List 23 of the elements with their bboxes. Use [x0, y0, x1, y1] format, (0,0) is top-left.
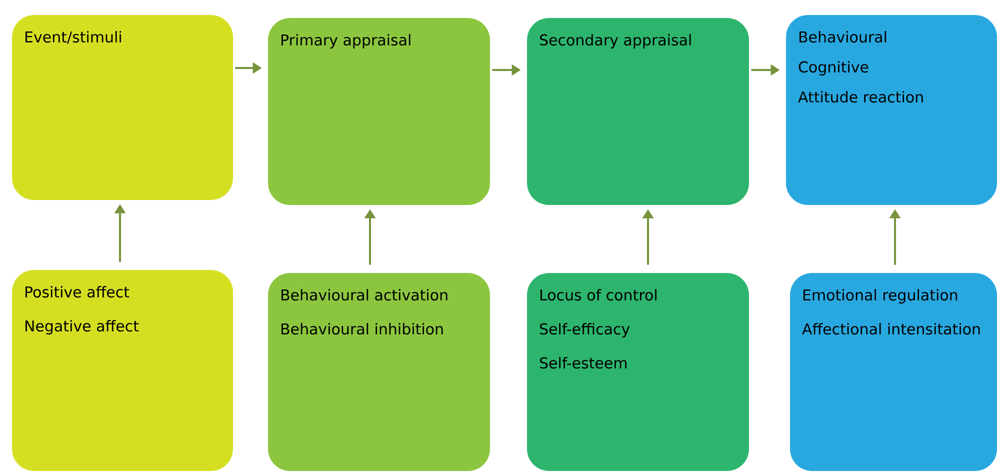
box-text: Behavioural: [799, 31, 886, 43]
box-text: Negative affect: [25, 320, 139, 334]
box-text: Cognitive: [798, 61, 868, 76]
box-text: Attitude reaction: [798, 91, 923, 103]
process-box: [268, 18, 490, 205]
box-text: Behavioural inhibition: [281, 323, 443, 335]
box-text: Primary appraisal: [281, 34, 410, 49]
process-box: [12, 270, 233, 471]
process-box: [268, 273, 490, 471]
box-text: Affectional intensitation: [802, 323, 980, 335]
box-text: Positive affect: [25, 286, 130, 298]
process-box: [786, 15, 997, 205]
box-text: Self-esteem: [540, 357, 626, 369]
process-box: [12, 15, 233, 200]
box-text: Secondary appraisal: [540, 34, 691, 49]
box-text: Locus of control: [540, 289, 656, 301]
box-text: Self-efficacy: [540, 323, 630, 338]
process-box: [527, 273, 749, 471]
process-box: [790, 273, 997, 471]
process-box: [527, 18, 749, 205]
box-text: Event/stimuli: [25, 31, 121, 44]
box-text: Emotional regulation: [803, 289, 958, 304]
box-text: Behavioural activation: [281, 289, 448, 301]
